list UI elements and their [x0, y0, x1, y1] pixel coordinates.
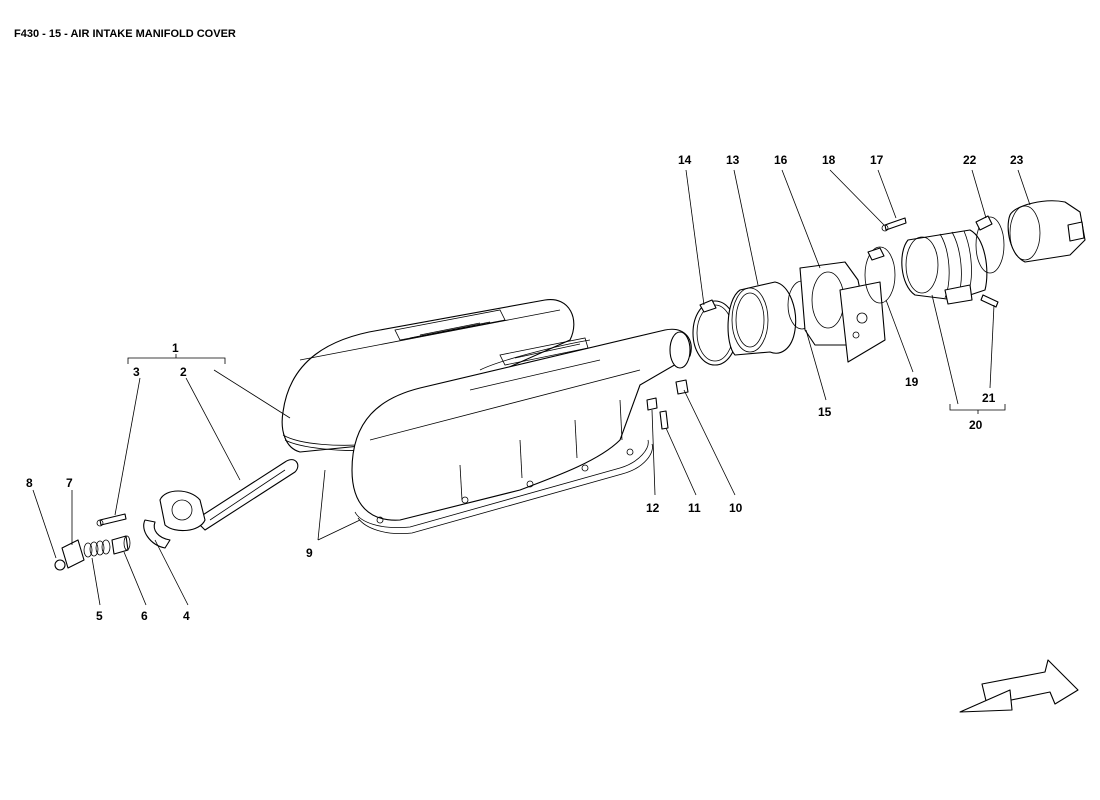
- callout-20: 20: [969, 418, 983, 432]
- actuator-assembly: [54, 459, 299, 571]
- callout-15: 15: [818, 405, 832, 419]
- manifold-cover-rear: [281, 299, 575, 453]
- callout-19: 19: [905, 375, 919, 389]
- flow-meter-23: [1007, 200, 1086, 263]
- clamp-14: [692, 299, 738, 366]
- callout-12: 12: [646, 501, 660, 515]
- bolt-17-washer-18: [881, 217, 907, 232]
- callout-16: 16: [774, 153, 788, 167]
- screws-10-11-12: [646, 379, 689, 430]
- direction-arrow-icon: [959, 659, 1079, 713]
- callout-14: 14: [678, 153, 692, 167]
- callout-7: 7: [66, 476, 73, 490]
- spring-part: [83, 539, 111, 558]
- callout-13: 13: [726, 153, 740, 167]
- gasket-front: [354, 439, 653, 535]
- callout-8: 8: [26, 476, 33, 490]
- callout-9: 9: [306, 546, 313, 560]
- callout-3: 3: [133, 365, 140, 379]
- duct-20: [901, 229, 988, 305]
- callout-22: 22: [963, 153, 977, 167]
- callout-18: 18: [822, 153, 836, 167]
- callout-17: 17: [870, 153, 884, 167]
- callout-10: 10: [729, 501, 743, 515]
- callout-6: 6: [141, 609, 148, 623]
- callout-23: 23: [1010, 153, 1024, 167]
- callout-11: 11: [688, 501, 701, 515]
- page-title: F430 - 15 - AIR INTAKE MANIFOLD COVER: [14, 28, 236, 40]
- clamp-19: [864, 246, 896, 304]
- screw-21: [980, 294, 999, 308]
- callout-1: 1: [172, 341, 179, 355]
- callout-5: 5: [96, 609, 103, 623]
- leader-lines: [32, 169, 1031, 606]
- clamp-22: [975, 215, 1005, 274]
- throttle-body-16: [799, 261, 886, 363]
- callout-labels: 1 3 2 8 7 5 6 4 9 12 11 10 14 13 16 18 1…: [26, 153, 1024, 623]
- callout-2: 2: [180, 365, 187, 379]
- coupling-13: [727, 281, 797, 356]
- manifold-cover-front: [351, 328, 692, 521]
- callout-4: 4: [183, 609, 190, 623]
- callout-21: 21: [982, 391, 996, 405]
